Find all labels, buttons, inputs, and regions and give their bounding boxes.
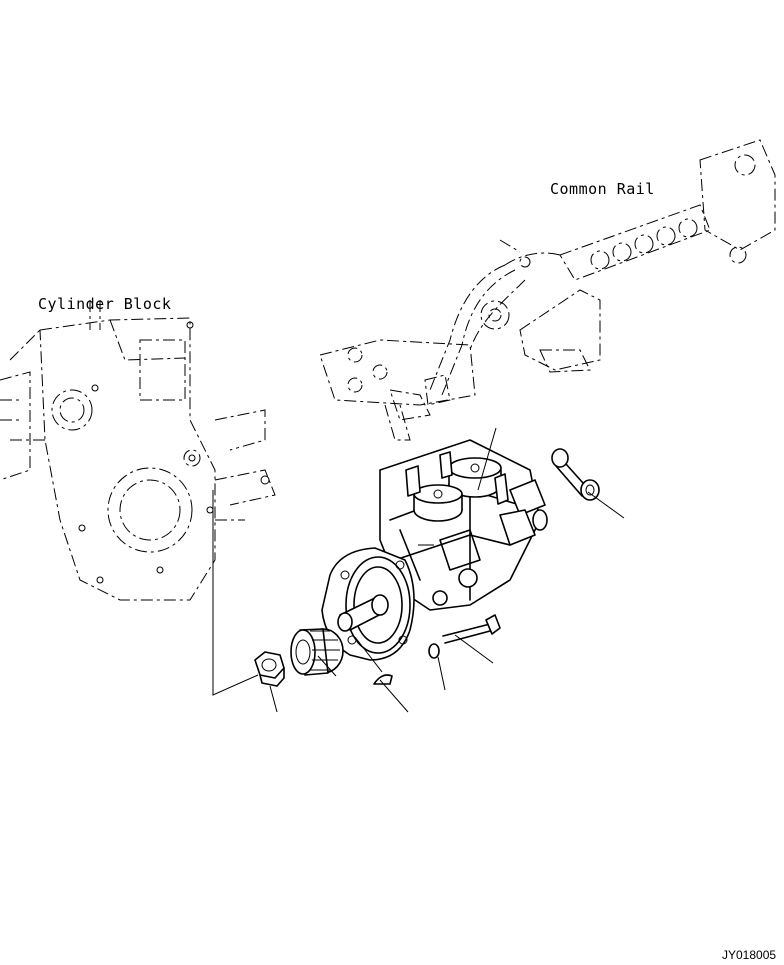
hollow-bolt-drawing (551, 448, 600, 501)
gear-drawing (290, 628, 344, 676)
washer-drawing (428, 643, 440, 659)
stud-bolt-drawing (442, 614, 501, 644)
cylinder-block-label: Cylinder Block (38, 295, 172, 313)
key-drawing (373, 674, 393, 685)
nut-drawing (254, 651, 285, 687)
leader-lines (269, 427, 625, 713)
cylinder-block-drawing (0, 300, 276, 696)
supply-pump-drawing (321, 439, 548, 661)
figure-code: JY018005 (722, 948, 777, 962)
common-rail-drawing (319, 139, 776, 441)
common-rail-label: Common Rail (550, 180, 655, 198)
